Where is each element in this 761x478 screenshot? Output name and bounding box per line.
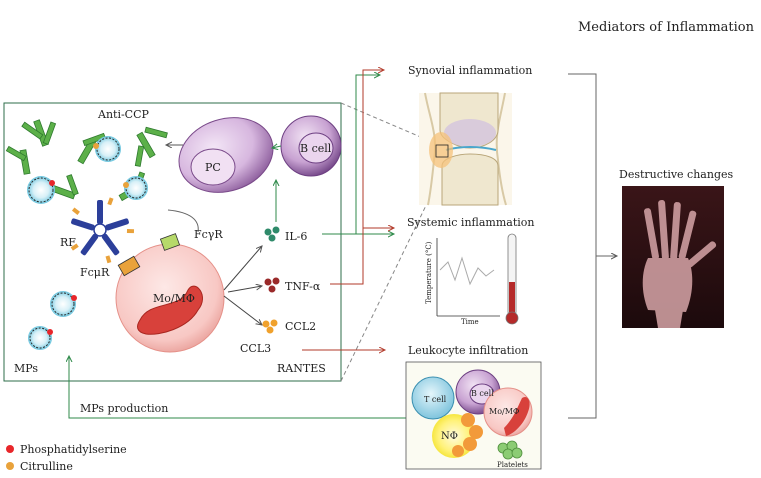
fcgr-connector bbox=[167, 209, 199, 233]
mp-particle-5 bbox=[28, 326, 53, 350]
ccl3-label: CCL3 bbox=[240, 342, 271, 355]
fcmur-label: FcμR bbox=[80, 266, 110, 279]
mp-particle-1 bbox=[93, 136, 121, 162]
ccl-dots bbox=[262, 319, 278, 334]
mo-mphi-small-label: Mo/MΦ bbox=[489, 407, 520, 416]
macrophage bbox=[115, 243, 225, 353]
temperature-chart-image bbox=[420, 232, 519, 325]
b-cell-small-label: B cell bbox=[471, 389, 494, 398]
il6-dots bbox=[264, 226, 280, 242]
b-cell bbox=[280, 115, 342, 177]
hand-xray-image bbox=[622, 186, 724, 328]
destructive-label: Destructive changes bbox=[619, 168, 733, 181]
arrow-mo-il6 bbox=[223, 246, 262, 291]
nphi-label: NΦ bbox=[441, 431, 458, 442]
mp-particle-4 bbox=[50, 291, 77, 317]
platelets-label: Platelets bbox=[497, 461, 528, 469]
arrow-tnf-synovial bbox=[330, 70, 384, 285]
plasma-cell bbox=[178, 117, 274, 193]
tnf-label: TNF-α bbox=[285, 280, 321, 293]
il6-label: IL-6 bbox=[285, 230, 307, 243]
rf-antibody bbox=[70, 197, 135, 264]
ccl2-label: CCL2 bbox=[285, 320, 316, 333]
leukocyte-label: Leukocyte infiltration bbox=[408, 344, 528, 357]
b-cell-label: B cell bbox=[300, 142, 332, 155]
leukocyte-box bbox=[405, 361, 542, 470]
legend-citrulline-label: Citrulline bbox=[20, 460, 73, 473]
arrow-bcell-to-pc bbox=[272, 146, 282, 148]
synovial-label: Synovial inflammation bbox=[408, 64, 532, 77]
arrow-mps-production bbox=[69, 356, 406, 419]
rantes-label: RANTES bbox=[277, 362, 326, 375]
mo-mphi-label: Mo/MΦ bbox=[153, 292, 195, 305]
legend-citrulline-dot bbox=[6, 462, 14, 470]
time-axis-label: Time bbox=[461, 318, 479, 326]
rf-label: RF bbox=[60, 236, 76, 249]
legend-phosphatidylserine-dot bbox=[6, 445, 14, 453]
bracket-to-destructive bbox=[568, 73, 597, 419]
systemic-label: Systemic inflammation bbox=[407, 216, 535, 229]
temperature-axis-label: Temperature (°C) bbox=[425, 241, 433, 304]
legend: Phosphatidylserine Citrulline bbox=[6, 443, 127, 473]
mps-label: MPs bbox=[14, 362, 38, 375]
legend-phosphatidylserine-label: Phosphatidylserine bbox=[20, 443, 127, 456]
arrow-mo-tnf bbox=[227, 286, 262, 293]
fcmur-receptor bbox=[117, 255, 141, 277]
fcgr-receptor bbox=[159, 233, 181, 251]
figure-title: Mediators of Inflammation bbox=[578, 20, 755, 35]
mp-particle-3 bbox=[123, 176, 148, 200]
arrow-mo-ccl bbox=[223, 295, 262, 325]
fcgr-label: FcγR bbox=[194, 228, 223, 241]
main-panel bbox=[3, 102, 342, 382]
t-cell-label: T cell bbox=[424, 395, 447, 404]
pc-label: PC bbox=[205, 161, 221, 174]
tnf-dots bbox=[264, 277, 280, 293]
knee-joint-image bbox=[419, 92, 512, 206]
mp-particle-2 bbox=[27, 176, 55, 204]
anti-ccp-label: Anti-CCP bbox=[97, 108, 150, 121]
mps-production-label: MPs production bbox=[80, 402, 168, 415]
